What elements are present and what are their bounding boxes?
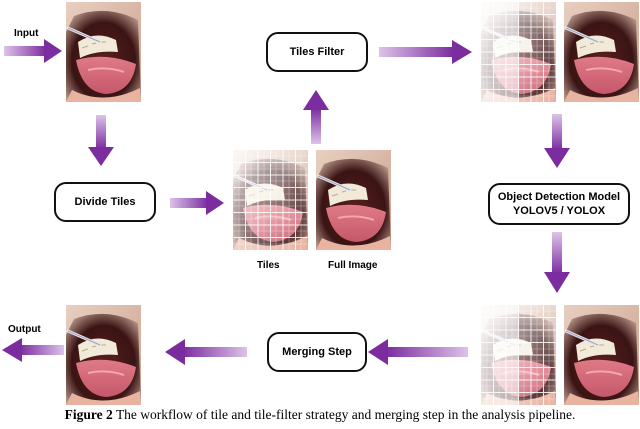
arrow-detection-to-detected (544, 232, 570, 293)
caption-text: The workflow of tile and tile-filter str… (115, 407, 576, 422)
detected-tiles-image (479, 303, 558, 405)
tiles-filter-label: Tiles Filter (289, 46, 345, 58)
filtered-tiles-image (479, 0, 558, 104)
object-detection-model-label: YOLOV5 / YOLOX (512, 205, 606, 217)
arrow-filter-to-filtered (379, 40, 472, 64)
tiles-filter-node: Tiles Filter (266, 32, 368, 72)
divide-tiles-node: Divide Tiles (54, 182, 156, 222)
arrow-output (2, 338, 64, 362)
input-label: Input (14, 28, 39, 39)
arrow-detected-to-merging (368, 339, 468, 365)
output-label: Output (8, 324, 41, 335)
arrow-input (4, 39, 62, 63)
detected-full-image (562, 303, 640, 405)
filtered-full-image (562, 0, 640, 104)
figure-caption: Figure 2 The workflow of tile and tile-f… (0, 407, 640, 423)
input-image (64, 0, 143, 104)
caption-figure-label: Figure 2 (64, 407, 113, 422)
tiles-image (231, 148, 310, 252)
object-detection-label: Object Detection Model (497, 191, 621, 203)
arrow-tiles-to-filter (303, 90, 329, 144)
divide-tiles-label: Divide Tiles (74, 196, 136, 208)
arrow-merging-to-result (165, 339, 247, 365)
object-detection-node: Object Detection Model YOLOV5 / YOLOX (488, 183, 630, 225)
full-image-label: Full Image (328, 260, 378, 271)
tiles-label: Tiles (257, 260, 280, 271)
merging-step-label: Merging Step (282, 346, 352, 358)
output-image (64, 303, 143, 405)
merging-step-node: Merging Step (267, 332, 367, 372)
arrow-filtered-to-detection (544, 114, 570, 168)
full-image (314, 148, 393, 252)
arrow-divide-to-tiles (170, 191, 224, 215)
arrow-input-to-divide (88, 115, 114, 166)
workflow-diagram (2, 0, 640, 405)
